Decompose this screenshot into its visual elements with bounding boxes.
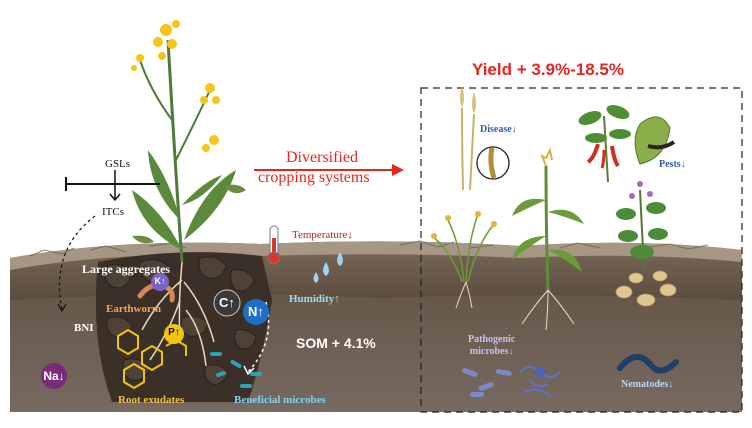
outcomes-box [420, 87, 743, 413]
nematodes-label: Nematodes↓ [621, 379, 674, 390]
earthworm-label: Earthworm [106, 303, 161, 315]
disease-label: Disease↓ [480, 124, 517, 135]
diversified-arrow [254, 164, 404, 176]
n-badge-text: N↑ [248, 304, 264, 319]
pepper-plant [578, 105, 676, 183]
c-badge-text: C↑ [219, 295, 235, 310]
root-exudate-molecules-icon [117, 328, 187, 390]
na-badge [41, 363, 67, 389]
gsls-label: GSLs [105, 158, 131, 170]
gsls-pathway [57, 170, 160, 313]
c-badge [213, 289, 241, 317]
diversified-line: Diversified [286, 149, 358, 166]
pathogenic-line: Pathogenic [468, 334, 516, 345]
thermometer-icon [267, 225, 281, 265]
itcs-label: ITCs [102, 206, 124, 218]
n-badge [243, 299, 269, 325]
microbes-line: microbes↓ [469, 346, 514, 357]
na-badge-text: Na↓ [43, 369, 65, 383]
rice-plant [431, 211, 497, 309]
potato-plant [615, 181, 677, 307]
rapeseed-plant [131, 20, 246, 367]
p-badge [164, 324, 184, 344]
diversified-cropping-label: Diversified cropping systems [258, 148, 370, 188]
nematode-icon [617, 354, 679, 374]
k-badge-text: K↑ [154, 276, 166, 286]
p-badge-text: P↑ [168, 327, 180, 338]
temperature-label: Temperature↓ [292, 229, 353, 241]
bni-label: BNI [74, 322, 94, 334]
k-badge [151, 273, 169, 291]
pests-label: Pests↓ [659, 159, 686, 170]
beneficial-microbes-label: Beneficial microbes [234, 394, 326, 406]
large-aggregates-label: Large aggregates [82, 262, 171, 276]
cropping-systems-line: cropping systems [258, 169, 370, 186]
som-label: SOM + 4.1% [296, 335, 376, 351]
root-exudates-label: Root exudates [118, 394, 185, 406]
beneficial-microbes-icon [210, 352, 262, 388]
humidity-label: Humidity↑ [289, 293, 340, 305]
pathogenic-microbes-label: Pathogenic microbes↓ [468, 334, 515, 358]
water-drops-icon [313, 252, 343, 283]
pathogenic-microbes-icon [462, 366, 561, 397]
yield-headline: Yield + 3.9%-18.5% [472, 60, 624, 79]
maize-plant [512, 146, 584, 331]
wheat-plant [460, 86, 510, 191]
